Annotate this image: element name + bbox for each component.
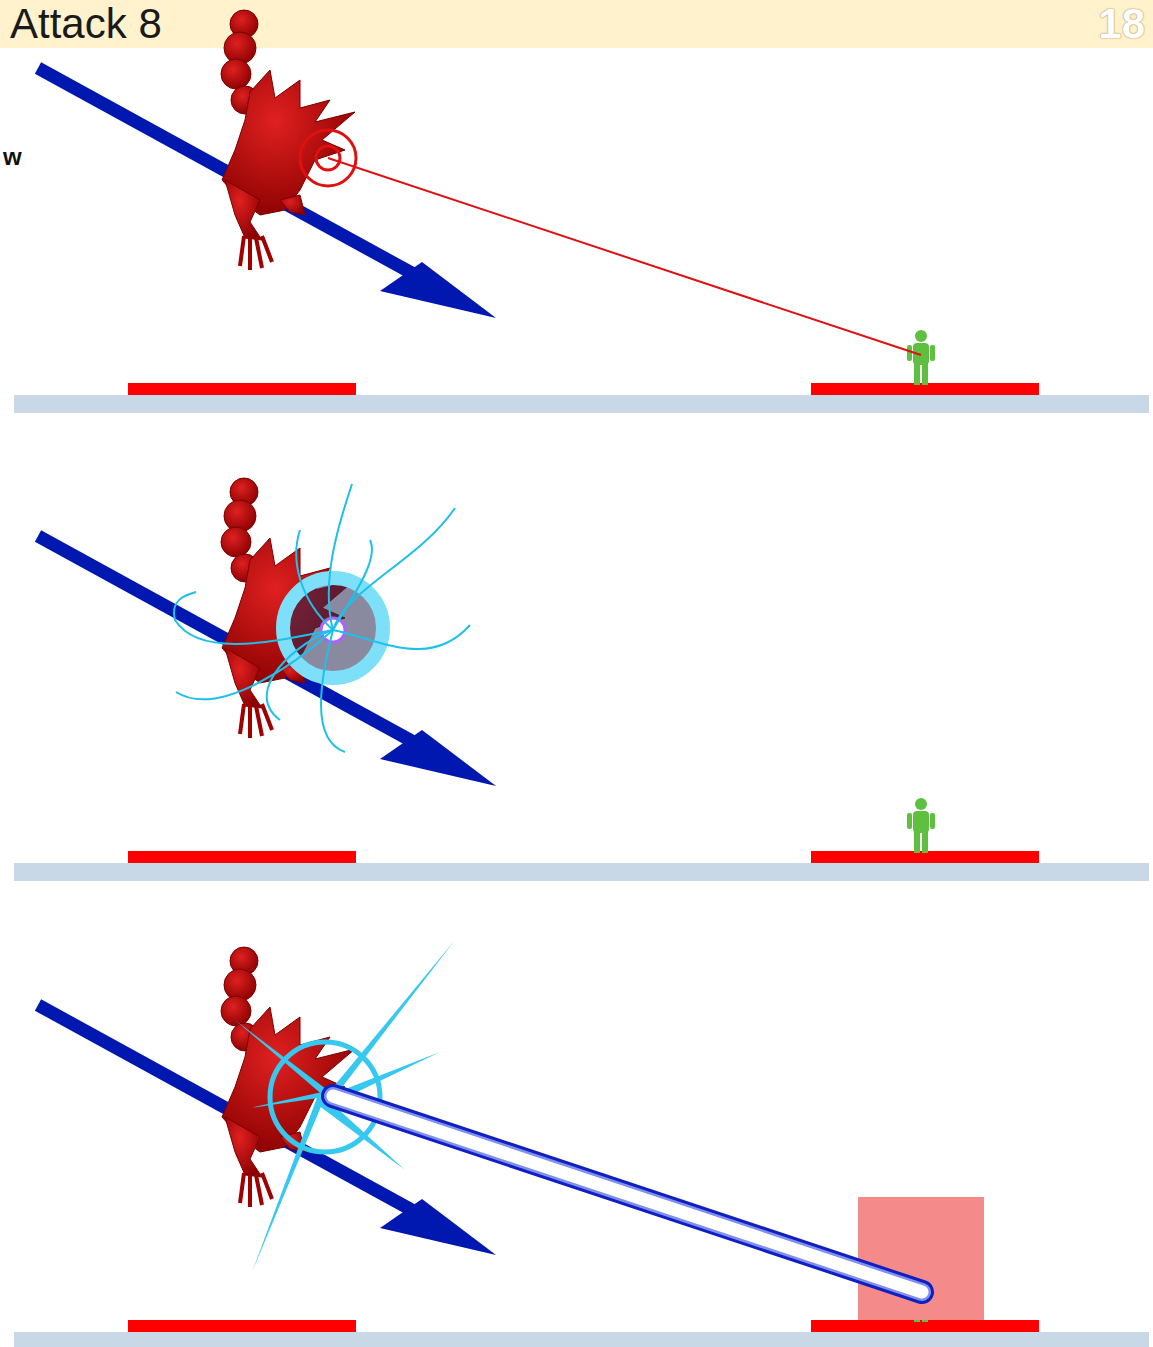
cut-off-text: w	[3, 143, 22, 171]
slide-title: Attack 8	[10, 0, 162, 48]
page-number: 18	[1098, 0, 1145, 48]
